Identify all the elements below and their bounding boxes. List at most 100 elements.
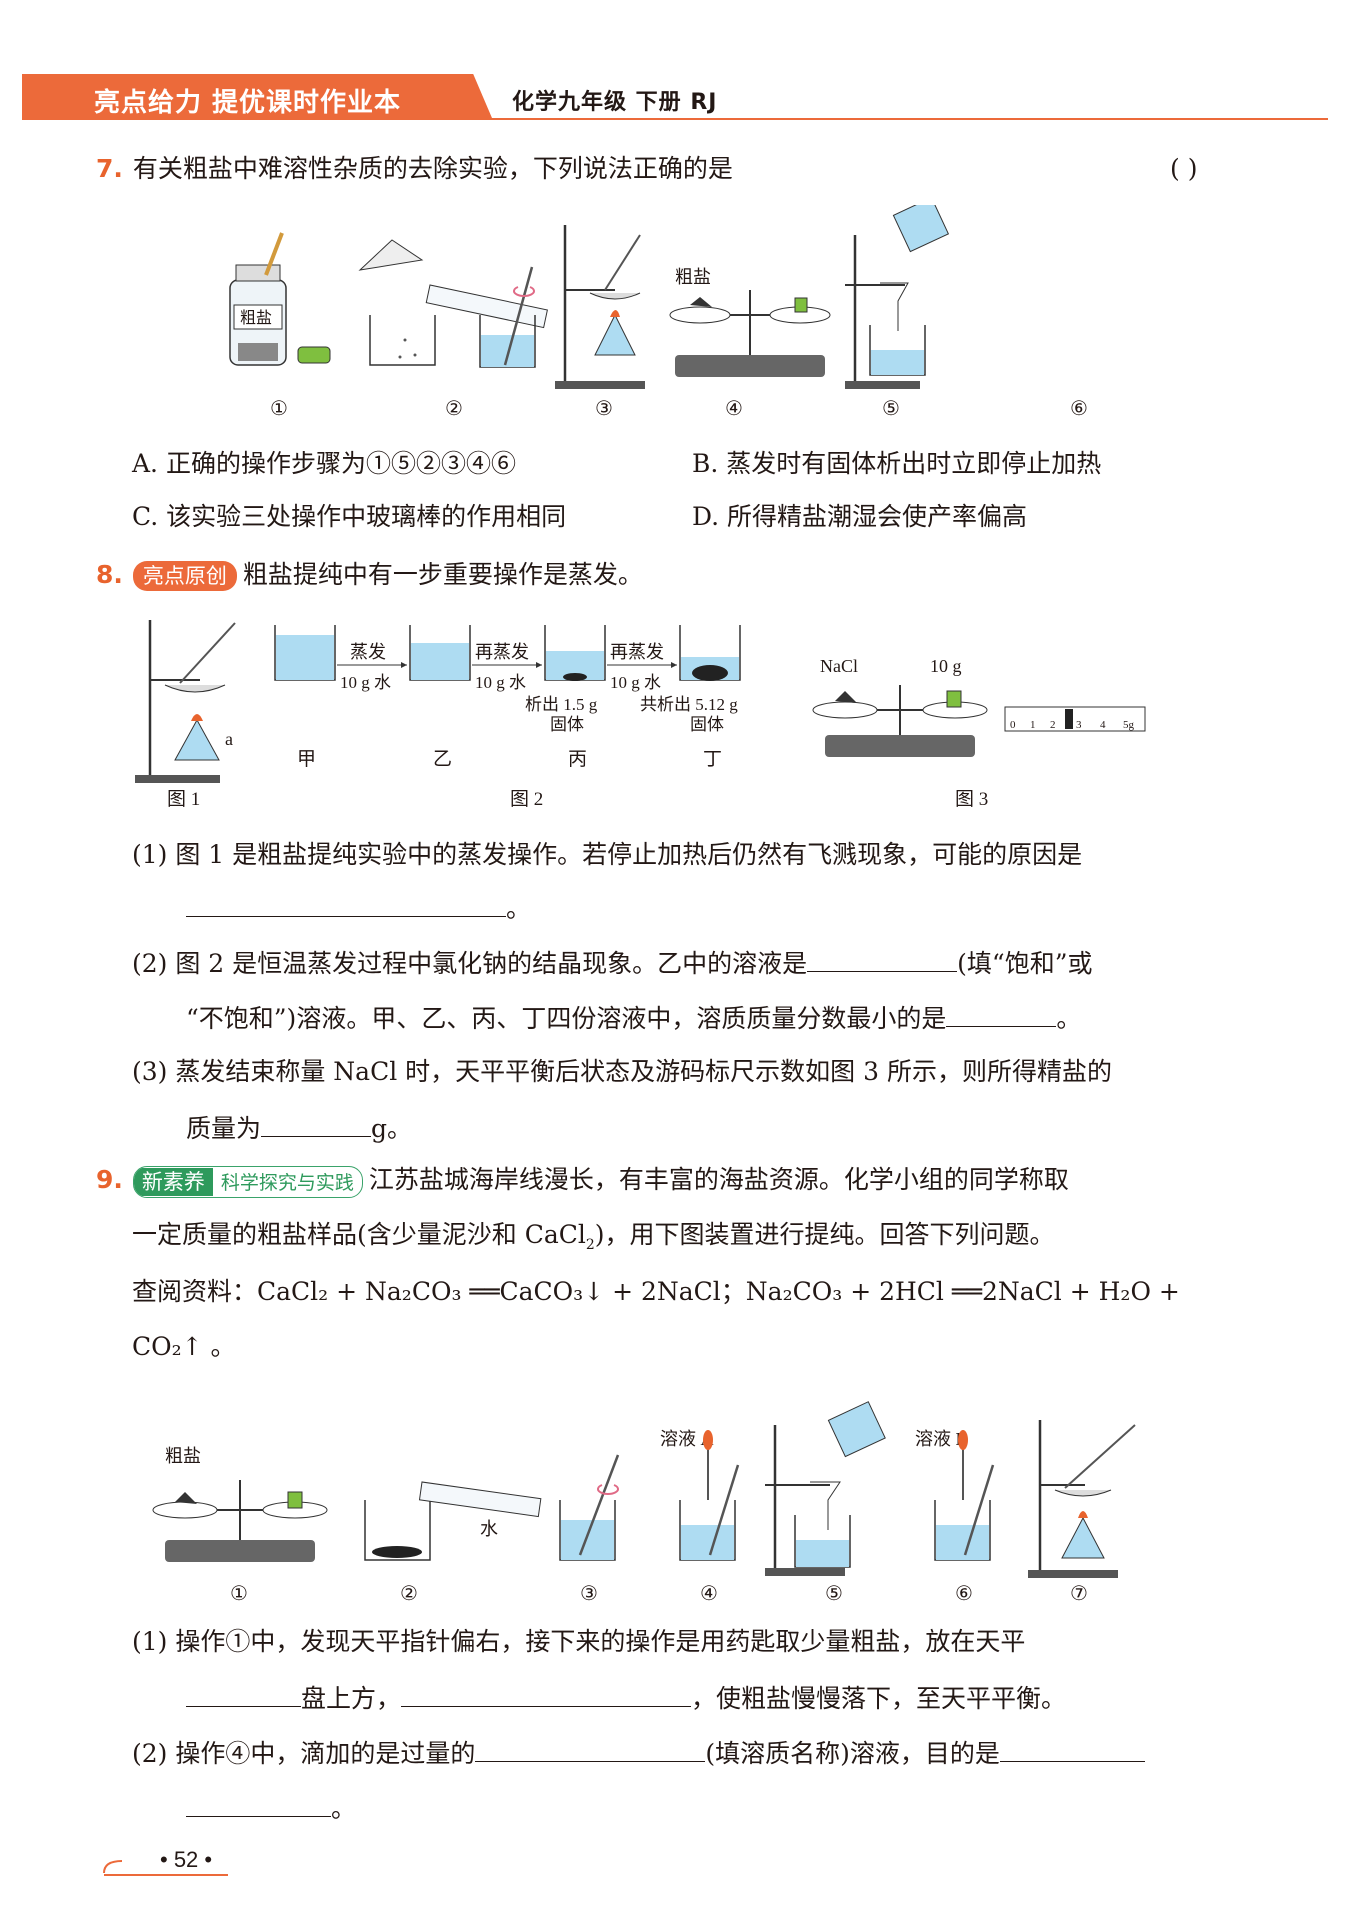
q7-apparatus-figure: 粗盐 粗盐 ① ② ③ ④ ⑤ ⑥ [229,205,1088,420]
svg-text:甲: 甲 [297,749,316,770]
q8-part2-line1: (2) 图 2 是恒温蒸发过程中氯化钠的结晶现象。乙中的溶液是(填“饱和”或 [132,945,1093,981]
q9-apparatus-figure: 粗盐 水 溶液 A 溶液 B ① ② ③ ④ ⑤ ⑥ [152,1401,1136,1605]
header-title: 亮点给力 提优课时作业本 [94,88,402,118]
page-number-block: • 52 • [100,1847,240,1881]
balance-scale: 粗盐 [669,267,831,377]
svg-text:⑤: ⑤ [882,398,900,420]
q8-part1-answer: 。 [186,890,531,926]
q9-blank-2[interactable] [401,1680,692,1707]
q7-number: 7. [96,154,123,183]
svg-text:①: ① [270,398,288,420]
svg-text:④: ④ [700,1583,718,1605]
svg-text:粗盐: 粗盐 [165,1446,201,1466]
q7-text: 有关粗盐中难溶性杂质的去除实验，下列说法正确的是 [132,154,733,183]
evaporation-apparatus [555,225,645,389]
svg-text:④: ④ [725,398,743,420]
svg-text:丙: 丙 [568,749,587,770]
svg-text:固体: 固体 [690,715,724,734]
q9-part1-line1: (1) 操作①中，发现天平指针偏右，接下来的操作是用药匙取少量粗盐，放在天平 [132,1627,1026,1656]
q9-line2: 一定质量的粗盐样品(含少量泥沙和 CaCl2)，用下图装置进行提纯。回答下列问题… [132,1220,1055,1253]
q9-part1-line2: 盘上方，，使粗盐慢慢落下，至天平平衡。 [186,1680,1066,1716]
q9-blank-1[interactable] [186,1680,301,1707]
svg-text:析出 1.5 g: 析出 1.5 g [525,695,598,714]
q7-answer-paren: ( ) [1170,154,1198,183]
q9-text: 江苏盐城海岸线漫长，有丰富的海盐资源。化学小组的同学称取 [368,1165,1069,1194]
svg-text:1: 1 [1030,719,1036,731]
svg-text:⑥: ⑥ [955,1583,973,1605]
filtration-apparatus [765,1401,886,1576]
page-number-swoosh [103,1860,228,1876]
q8-part1: (1) 图 1 是粗盐提纯实验中的蒸发操作。若停止加热后仍然有飞溅现象，可能的原… [132,840,1083,869]
svg-text:图 1: 图 1 [167,789,200,810]
svg-text:溶液 A: 溶液 A [660,1429,714,1449]
svg-text:粗盐: 粗盐 [675,267,711,287]
svg-text:NaCl: NaCl [820,656,858,676]
svg-text:粗盐: 粗盐 [240,309,272,327]
svg-text:溶液 B: 溶液 B [915,1429,968,1449]
q9-number: 9. [96,1165,123,1194]
q9-reference-cont: CO₂↑ 。 [132,1332,236,1361]
svg-text:水: 水 [480,1519,498,1539]
q8-text: 粗盐提纯中有一步重要操作是蒸发。 [242,560,643,589]
q7-stem: 7. 有关粗盐中难溶性杂质的去除实验，下列说法正确的是 [96,152,733,186]
add-solution-b: 溶液 B [915,1429,995,1561]
svg-text:10 g 水: 10 g 水 [340,673,391,692]
q9-blank-5[interactable] [186,1790,331,1817]
q8-tag: 亮点原创 [132,561,237,591]
q8-part3-line1: (3) 蒸发结束称量 NaCl 时，天平平衡后状态及游码标尺示数如图 3 所示，… [132,1057,1112,1086]
fig1-evaporation: a [135,620,236,783]
header-subtitle: 化学九年级 下册 RJ [512,90,718,115]
svg-text:0: 0 [1010,719,1016,731]
reagent-jar: 粗盐 [229,232,331,366]
svg-text:蒸发: 蒸发 [350,642,386,662]
svg-text:图 3: 图 3 [955,789,988,810]
header-rule [22,118,1328,120]
svg-text:3: 3 [1076,719,1082,731]
dissolve-stirring [559,1454,620,1561]
svg-text:再蒸发: 再蒸发 [475,642,529,662]
svg-text:②: ② [400,1583,418,1605]
svg-text:丁: 丁 [703,749,722,770]
q9-reference: 查阅资料：CaCl₂ + Na₂CO₃ ══CaCO₃↓ + 2NaCl；Na₂… [132,1277,1180,1306]
q9-part2-line2: 。 [186,1790,356,1826]
q7-option-c[interactable]: C. 该实验三处操作中玻璃棒的作用相同 [132,502,567,531]
add-solution-a: 溶液 A [660,1429,740,1561]
q8-stem: 8.亮点原创粗盐提纯中有一步重要操作是蒸发。 [96,558,643,592]
q7-option-a[interactable]: A. 正确的操作步骤为①⑤②③④⑥ [132,449,516,478]
q8-blank-3[interactable] [946,1000,1057,1027]
svg-text:⑥: ⑥ [1070,398,1088,420]
q9-tag: 新素养科学探究与实践 [132,1165,363,1198]
balance-scale: 粗盐 [152,1446,328,1562]
svg-text:⑦: ⑦ [1070,1583,1088,1605]
svg-text:⑤: ⑤ [825,1583,843,1605]
q8-blank-4[interactable] [261,1110,372,1137]
svg-text:a: a [225,729,233,749]
svg-text:②: ② [445,398,463,420]
pour-water-apparatus: 水 [364,1481,542,1561]
svg-text:10 g 水: 10 g 水 [475,673,526,692]
q8-blank-1[interactable] [186,890,506,917]
q9-stem: 9. 新素养科学探究与实践江苏盐城海岸线漫长，有丰富的海盐资源。化学小组的同学称取 [96,1163,1069,1198]
page-number: • 52 • [160,1847,213,1872]
svg-text:10 g: 10 g [930,656,962,676]
svg-text:固体: 固体 [550,715,584,734]
svg-text:图 2: 图 2 [510,789,543,810]
q9-blank-4[interactable] [999,1735,1145,1762]
q8-part2-line2: “不饱和”)溶液。甲、乙、丙、丁四份溶液中，溶质质量分数最小的是。 [186,1000,1081,1036]
filtration-apparatus [845,205,950,389]
q9-blank-3[interactable] [475,1735,706,1762]
header-banner [22,74,492,118]
svg-text:10 g 水: 10 g 水 [610,673,661,692]
svg-text:③: ③ [595,398,613,420]
svg-text:③: ③ [580,1583,598,1605]
q8-blank-2[interactable] [807,945,958,972]
q7-option-b[interactable]: B. 蒸发时有固体析出时立即停止加热 [692,449,1102,478]
q9-part2-line1: (2) 操作④中，滴加的是过量的(填溶质名称)溶液，目的是 [132,1735,1145,1771]
svg-text:5g: 5g [1123,719,1135,731]
svg-text:共析出 5.12 g: 共析出 5.12 g [640,695,738,714]
q7-option-d[interactable]: D. 所得精盐潮湿会使产率偏高 [692,502,1028,531]
page-header: 亮点给力 提优课时作业本 化学九年级 下册 RJ [0,74,1350,124]
